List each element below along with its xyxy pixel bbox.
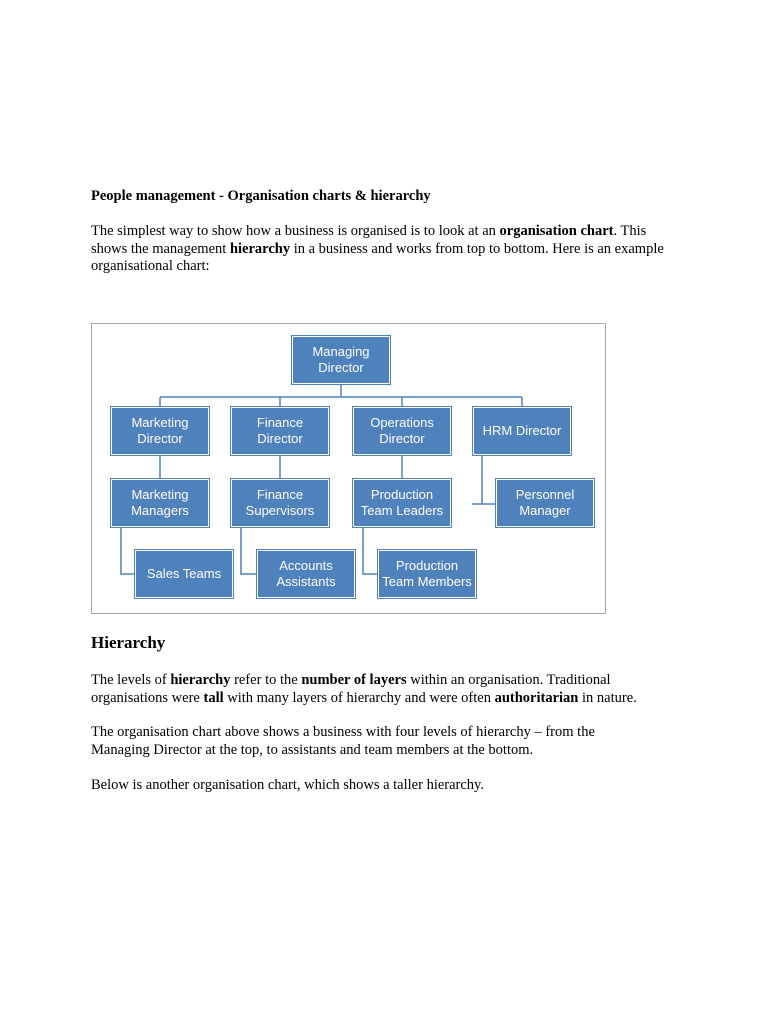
box-operations-director: Operations Director: [352, 406, 452, 456]
para1-bold-hierarchy: hierarchy: [170, 672, 231, 688]
para1-text-5: in nature.: [578, 689, 637, 706]
box-sales-teams: Sales Teams: [134, 549, 234, 599]
document-title: People management - Organisation charts …: [91, 188, 431, 204]
org-chart-figure: Managing Director Marketing Director Fin…: [91, 323, 606, 614]
org-chart-connectors: [120, 385, 523, 575]
para1-bold-authoritarian: authoritarian: [494, 689, 579, 706]
connector-line: [240, 528, 257, 575]
para1-text-1: The levels of: [91, 672, 171, 688]
intro-text-1: The simplest way to show how a business …: [91, 223, 500, 239]
intro-text-3: in a business and works from top to bott…: [91, 240, 664, 275]
box-personnel-manager: Personnel Manager: [495, 478, 595, 528]
para1-text-4: with many layers of hierarchy and were o…: [223, 689, 495, 706]
connector-line: [362, 528, 378, 575]
hierarchy-paragraph-3: Below is another organisation chart, whi…: [91, 777, 484, 793]
box-production-team-members: Production Team Members: [377, 549, 477, 599]
box-hrm-director: HRM Director: [472, 406, 572, 456]
box-accounts-assistants: Accounts Assistants: [256, 549, 356, 599]
para1-bold-tall: tall: [203, 689, 224, 706]
connector-line: [120, 528, 135, 575]
para1-bold-number-of-layers: number of layers: [301, 672, 407, 688]
intro-text-2: . This shows the management: [91, 223, 647, 257]
intro-paragraph: The simplest way to show how a business …: [91, 223, 681, 276]
box-production-team-leaders: Production Team Leaders: [352, 478, 452, 528]
section-heading-hierarchy: Hierarchy: [91, 633, 166, 652]
box-marketing-managers: Marketing Managers: [110, 478, 210, 528]
box-managing-director: Managing Director: [291, 335, 391, 385]
box-marketing-director: Marketing Director: [110, 406, 210, 456]
connector-line: [472, 455, 483, 505]
box-finance-supervisors: Finance Supervisors: [230, 478, 330, 528]
para1-text-2: refer to the: [230, 672, 302, 688]
box-finance-director: Finance Director: [230, 406, 330, 456]
para1-text-3: within an organisation. Traditional orga…: [91, 672, 611, 706]
intro-bold-hierarchy: hierarchy: [229, 240, 291, 257]
intro-bold-org-chart: organisation chart: [499, 223, 614, 239]
hierarchy-paragraph-2: The organisation chart above shows a bus…: [91, 724, 595, 758]
hierarchy-paragraph-1: The levels of hierarchy refer to the num…: [91, 672, 681, 707]
